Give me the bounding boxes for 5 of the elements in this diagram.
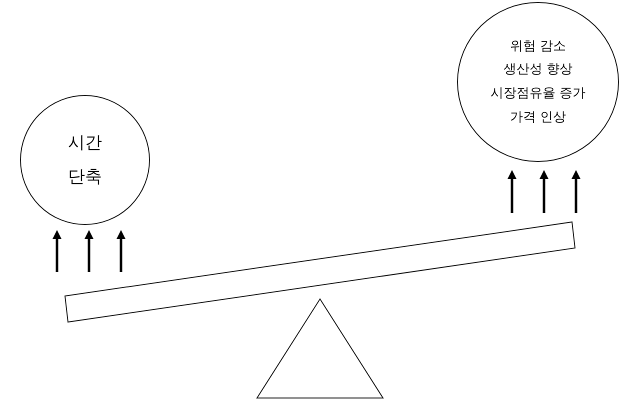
node-text: 시간 단축 [67,132,103,189]
node-text: 위험 감소 [510,38,566,54]
node-text: 가격 인상 [510,110,566,126]
node-text: 시장점유율 증가 [490,86,586,102]
node-text: 생산성 향상 [503,62,573,78]
